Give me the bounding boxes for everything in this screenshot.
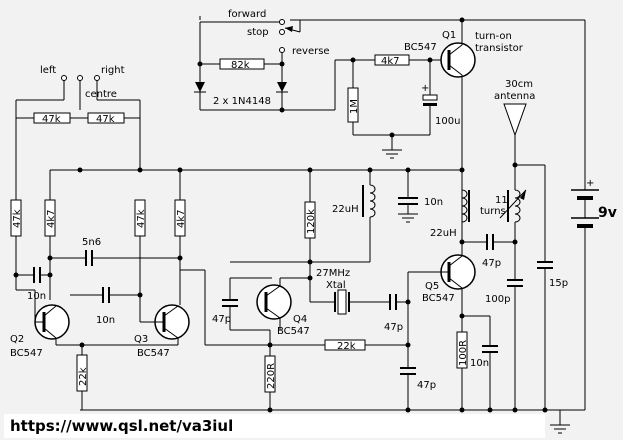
q1-name: Q1 [442, 30, 456, 41]
out-emitter-resistor-label: 100R [458, 340, 469, 366]
switch-right-label: right [101, 65, 125, 76]
junction-dots [13, 17, 548, 413]
osc-emitter-resistor-label: 220R [266, 363, 277, 389]
q3-name: Q3 [134, 334, 148, 345]
diodes-label: 2 x 1N4148 [213, 96, 271, 107]
r2-label: 4k7 [46, 209, 57, 228]
q1-cap-plus: + [421, 83, 429, 94]
power-rails [80, 16, 586, 434]
diode-resistor-label: 82k [231, 60, 250, 71]
q1-desc-line1: turn-on [475, 31, 512, 42]
r-top-right-label: 47k [96, 114, 115, 125]
osc-link-resistor-label: 22k [337, 341, 356, 352]
crystal-oscillator: 120k 22uH 10n 47p Q4 BC547 [212, 170, 443, 410]
couple-cap-label: 47p [384, 322, 403, 333]
q2-type: BC547 [10, 348, 43, 359]
steering-switch: left right centre 47k 47k [15, 65, 141, 200]
r-top-left-label: 47k [42, 114, 61, 125]
bottom-cap-label: 47p [417, 380, 436, 391]
battery-plus: + [586, 178, 594, 189]
switch-reverse-label: reverse [292, 46, 330, 57]
switch-left-label: left [40, 65, 56, 76]
xtal-label-line2: Xtal [326, 280, 346, 291]
c-left-label: 10n [27, 291, 46, 302]
footer-url[interactable]: https://www.qsl.net/va3iul [4, 414, 545, 438]
battery: + 9v [571, 178, 617, 240]
switch-centre-label: centre [85, 89, 117, 100]
osc-inductor-label: 22uH [332, 204, 359, 215]
xtal-label-line1: 27MHz [316, 268, 350, 279]
q5-type: BC547 [422, 293, 455, 304]
q1-bias-resistor-label: 1M [349, 99, 360, 114]
q3-type: BC547 [137, 348, 170, 359]
q4-name: Q4 [293, 314, 307, 325]
out-inductor-label: 22uH [430, 228, 457, 239]
multivibrator: 47k 4k7 47k 4k7 5n6 10n 10n Q2 BC [10, 170, 270, 410]
antenna-line2: antenna [494, 91, 535, 102]
ant-cap-label: 15p [549, 278, 568, 289]
antenna-line1: 30cm [505, 79, 533, 90]
r4-label: 4k7 [176, 209, 187, 228]
output-stage: 22uH 30cm antenna 11 turns 15p 100p 47p … [380, 79, 568, 410]
r3-label: 47k [136, 209, 147, 228]
osc-decouple-cap-label: 10n [424, 197, 443, 208]
q1-cap-label: 100u [435, 116, 460, 127]
q4-type: BC547 [277, 326, 310, 337]
coil-label-line2: turns [480, 206, 506, 217]
q1-type: BC547 [404, 42, 437, 53]
switch-forward-label: forward [228, 9, 266, 20]
r1-label: 47k [12, 209, 23, 228]
switch-stop-label: stop [247, 27, 269, 38]
q1-turn-on-stage: 4k7 Q1 BC547 turn-on transistor 1M + 100… [50, 20, 524, 410]
coil-label-line1: 11 [495, 195, 508, 206]
c-cross-label: 5n6 [82, 237, 101, 248]
fb-cap-label: 47p [482, 258, 501, 269]
direction-switch: forward stop reverse 82k 2 x 1N4148 [194, 9, 375, 111]
q2-name: Q2 [10, 334, 24, 345]
osc-base-cap-label: 47p [212, 314, 231, 325]
battery-voltage: 9v [598, 205, 617, 221]
q1-base-resistor-label: 4k7 [381, 56, 400, 67]
r-emitter-mv-label: 22k [78, 367, 89, 386]
c-mid-label: 10n [96, 315, 115, 326]
tank-cap-label: 100p [485, 294, 510, 305]
emitter-cap-label: 10n [470, 358, 489, 369]
q5-name: Q5 [425, 281, 439, 292]
q1-desc-line2: transistor [475, 43, 524, 54]
osc-base-resistor-label: 120k [306, 209, 317, 234]
